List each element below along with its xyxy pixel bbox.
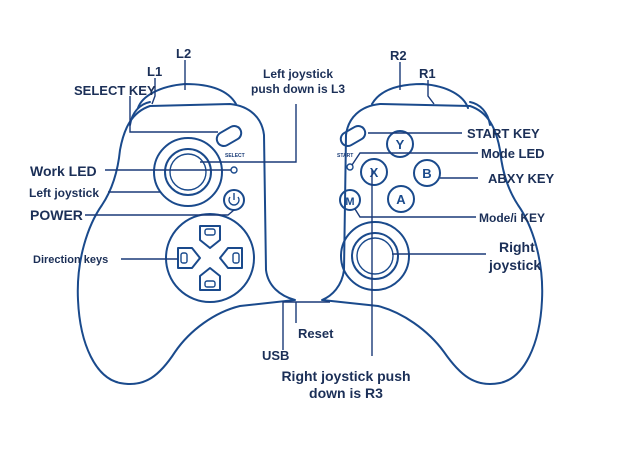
mode-i-key-label: M — [345, 196, 354, 208]
dpad-left[interactable] — [177, 247, 201, 269]
dpad-down-mark — [204, 280, 216, 288]
label-power: POWER — [30, 207, 83, 223]
label-left-joystick-push-1: Left joystick — [263, 67, 333, 81]
dpad-ring — [165, 213, 255, 303]
b-button-label: B — [422, 166, 431, 181]
start-key[interactable] — [338, 123, 368, 148]
work-led — [230, 166, 238, 174]
label-usb: USB — [262, 348, 289, 363]
r2-trigger — [371, 83, 469, 109]
label-abxy-key: ABXY KEY — [488, 171, 555, 186]
left-joystick-outer[interactable] — [153, 137, 223, 207]
dpad-up[interactable] — [199, 225, 221, 249]
label-right-joystick-2: joystick — [488, 257, 541, 273]
x-button-label: X — [370, 165, 379, 180]
dpad-left-mark — [180, 252, 188, 264]
label-left-joystick: Left joystick — [29, 186, 99, 200]
x-button[interactable] — [360, 158, 388, 186]
y-button-label: Y — [396, 137, 405, 152]
label-mode-i-key: Mode/i KEY — [479, 211, 545, 225]
l1-bumper — [129, 101, 151, 126]
label-select-key: SELECT KEY — [74, 83, 156, 98]
left-joystick-cap — [169, 153, 207, 191]
label-left-joystick-push-2: push down is L3 — [251, 82, 345, 96]
label-right-joystick-1: Right — [499, 239, 535, 255]
a-button-label: A — [396, 192, 406, 207]
select-key[interactable] — [214, 123, 244, 148]
r1-bumper — [469, 101, 491, 126]
start-key-text: START — [337, 153, 353, 159]
abxy-buttons: Y X B A — [360, 130, 441, 213]
right-joystick-inner — [351, 232, 399, 280]
label-r1: R1 — [419, 66, 436, 81]
b-button[interactable] — [413, 159, 441, 187]
select-key-text: SELECT — [225, 153, 245, 159]
label-r2: R2 — [390, 48, 407, 63]
right-joystick-outer[interactable] — [340, 221, 410, 291]
left-body-outline — [76, 103, 296, 386]
label-l2: L2 — [176, 46, 191, 61]
dpad-right-mark — [232, 252, 240, 264]
leader-lines — [85, 60, 486, 356]
mode-led — [346, 163, 354, 171]
label-mode-led: Mode LED — [481, 146, 545, 161]
label-l1: L1 — [147, 64, 162, 79]
label-work-led: Work LED — [30, 163, 97, 179]
right-body-outline — [321, 103, 544, 386]
label-reset: Reset — [298, 326, 334, 341]
left-joystick-inner — [164, 148, 212, 196]
a-button[interactable] — [387, 185, 415, 213]
power-icon — [228, 196, 240, 206]
dpad-right[interactable] — [219, 247, 243, 269]
direction-keys[interactable] — [177, 225, 243, 291]
label-right-joystick-push-2: down is R3 — [309, 385, 383, 401]
label-start-key: START KEY — [467, 126, 540, 141]
y-button[interactable] — [386, 130, 414, 158]
mode-i-key[interactable] — [339, 189, 361, 211]
dpad-up-mark — [204, 228, 216, 236]
label-right-joystick-push-1: Right joystick push — [281, 368, 410, 384]
right-joystick-cap — [356, 237, 394, 275]
label-direction-keys: Direction keys — [33, 254, 108, 266]
dpad-down[interactable] — [199, 267, 221, 291]
